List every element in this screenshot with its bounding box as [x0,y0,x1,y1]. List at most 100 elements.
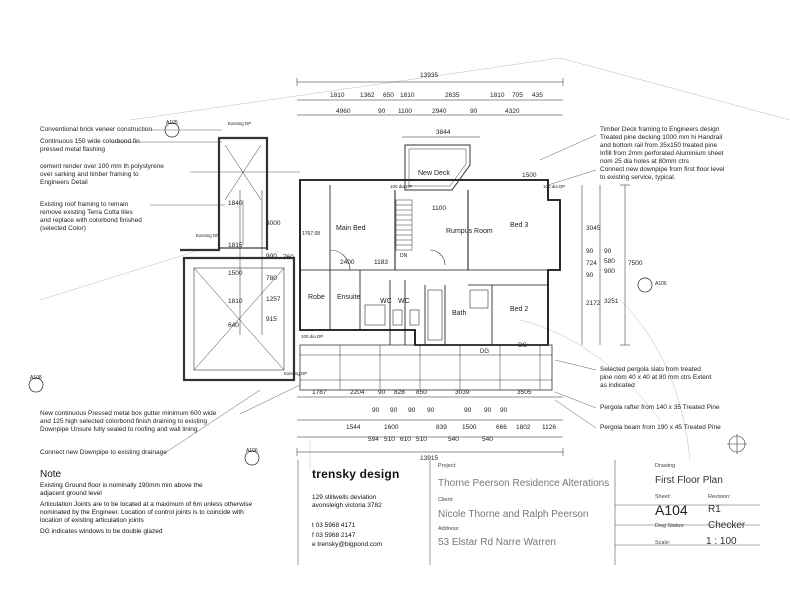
dim-left-outer-0: 1840 [228,200,243,207]
dim-bottom-3-5: 1802 [516,424,531,431]
note-item-2: DG indicates windows to be double glazed [40,528,163,535]
dim-bottom-2-3: 90 [427,407,435,414]
dim-right-4: 2172 [586,300,601,307]
dwg-status-label: Dwg Status: [655,523,685,529]
dim-bottom-2-4: 90 [464,407,472,414]
room-new-deck: New Deck [418,170,450,177]
dim-bottom-1-2: 90 [378,389,386,396]
scale-label: Scale: [655,540,671,546]
dim-sub-0: 2400 [340,259,355,266]
note-item-0: Existing Ground floor is nominally 190mm… [40,482,203,497]
stair [395,199,413,251]
dim-top-1-1: 1362 [360,92,375,99]
section-marker-0: A105 [166,120,178,126]
room-main-bed: Main Bed [336,225,366,232]
dim-bottom-3-4: 666 [496,424,507,431]
dim-bottom-4-3: 510 [416,436,427,443]
dim-bottom-1-3: 828 [394,389,405,396]
revision-value: R1 [708,504,721,515]
dim-right-inner-1: 580 [604,258,615,265]
existing-roof [180,136,296,382]
window-dg-2: DG [518,343,527,349]
dim-top-2-4: 90 [470,108,478,115]
room-misc-dim: 1767.08 [302,231,321,237]
dim-bottom-3-2: 839 [436,424,447,431]
revision-label: Revision: [708,494,731,500]
section-marker-3: A106 [246,448,258,454]
dim-top-1-2: 650 [383,92,394,99]
client-label: Client: [438,497,454,503]
dp-label-0: Existing DP [228,121,252,126]
dim-bottom-2-0: 90 [372,407,380,414]
dim-right-0: 3045 [586,225,601,232]
room-wc-2: WC [398,298,410,305]
section-markers [28,122,653,466]
dim-bottom-1-4: 850 [416,389,427,396]
site-address-label: Address: [438,526,460,532]
dim-right-1: 90 [586,248,594,255]
dim-bottom-4-1: 510 [384,436,395,443]
dim-left-inner-2: 780 [266,275,277,282]
note-right-2: Selected pergola slats from treated pine… [600,366,712,389]
dp-label-1: 100 dia DP [390,184,413,189]
dim-bottom-3-6: 1126 [542,424,556,431]
title-block-frame [297,460,760,565]
section-marker-1: A106 [655,281,667,287]
dim-left-outer-4: 640 [228,322,239,329]
project-label: Project: [438,463,457,469]
dim-deck-width: 3844 [436,129,451,136]
dim-right-inner-2: 900 [604,268,615,275]
firm-name: trensky design [312,467,400,481]
dim-top-1-4: 2635 [445,92,460,99]
room-ensuite: Ensuite [337,294,361,301]
fixtures [329,249,489,341]
dim-left-misc: 760 [283,254,294,261]
dim-left-outer-1: 1815 [228,242,243,249]
note-left-3: Existing roof framing to remain remove e… [40,201,142,232]
room-robe: Robe [308,294,325,301]
client-name: Nicole Thorne and Ralph Peerson [438,509,589,520]
checker-label: Checker [708,520,746,531]
overall-dim-bottom: 13915 [420,455,439,462]
dp-label-5: Existing DP [284,371,308,376]
dim-bottom-1-5: 3039 [455,389,470,396]
room-bath: Bath [452,310,467,317]
site-boundary-lines [39,57,791,470]
dim-bottom-2-5: 90 [484,407,492,414]
building-walls [299,179,561,346]
site-address: 53 Elstar Rd Narre Warren [438,537,556,548]
dim-right-3: 90 [586,272,594,279]
dim-bottom-3-3: 1500 [462,424,477,431]
dp-label-2: 100 dia DP [543,184,566,189]
dp-label-3: Existing DP [196,233,220,238]
dimension-ticks [296,78,630,456]
note-left-2: cement render over 100 mm th polystyrene… [40,163,164,186]
dim-bottom-4-2: 610 [400,436,411,443]
dim-left-inner-4: 915 [266,316,277,323]
dim-bottom-2-6: 90 [500,407,508,414]
note-left-0: Conventional brick veneer construction [40,126,153,133]
dim-top-2-5: 4320 [505,108,520,115]
note-right-4: Pergola beam from 190 x 45 Treated Pine [600,424,721,431]
scale-value: 1 : 100 [706,536,737,547]
dim-bottom-4-0: 594 [368,436,379,443]
note-right-1: Connect new downpipe from first floor le… [600,166,725,181]
dim-right-inner-3: 3251 [604,298,619,305]
note-item-1: Articulation Joints are to be located at… [40,501,253,524]
drawing-label: Drawing [655,463,676,469]
dim-sub-3: 1100 [432,205,446,212]
dim-left-outer-3: 1810 [228,298,243,305]
room-bed3: Bed 3 [510,222,529,229]
dim-bottom-1-0: 1787 [312,389,327,396]
overall-dim-right: 7500 [628,260,643,267]
dim-left-outer-2: 1500 [228,270,243,277]
room-bed2: Bed 2 [510,306,529,313]
dim-left-inner-3: 1257 [266,296,281,303]
room-wc-1: WC [380,298,392,305]
dimension-lines [239,81,626,453]
note-left-1: Continuous 150 wide colorbond fin presse… [40,138,140,153]
dim-top-1-7: 435 [532,92,543,99]
note-right-3: Pergola rafter from 140 x 35 Treated Pin… [600,404,720,411]
new-deck [404,144,471,191]
